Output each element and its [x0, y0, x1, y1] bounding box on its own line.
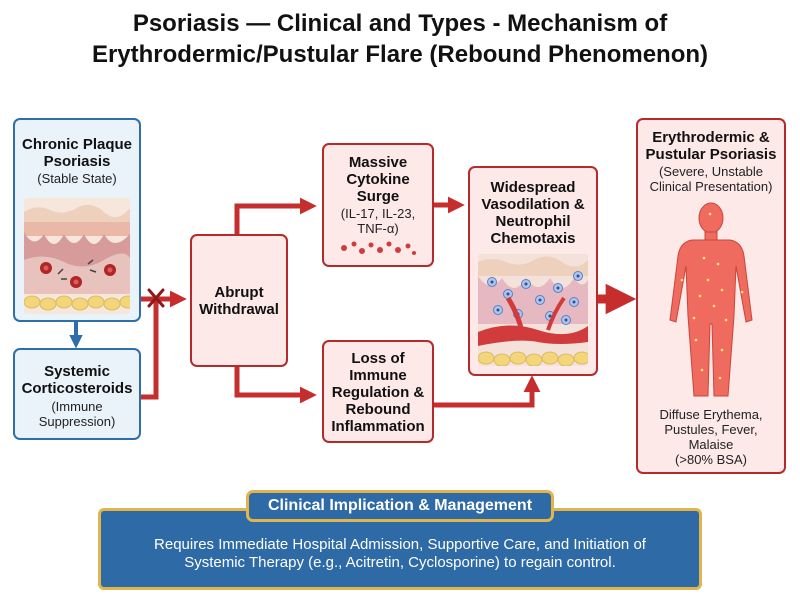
steroids-heading-1: Systemic: [44, 363, 110, 380]
plaque-skin-illustration: [24, 198, 130, 314]
corticosteroids-box: Systemic Corticosteroids (Immune Suppres…: [13, 348, 141, 440]
erythro-symptoms-2: Pustules, Fever,: [664, 422, 758, 437]
arrow-withdrawal-to-loss: [234, 367, 317, 404]
arrow-loss-to-vaso: [434, 375, 541, 408]
loss-line-1: Loss of: [351, 350, 405, 367]
vaso-line-3: Neutrophil: [495, 213, 571, 230]
arrow-withdrawal-to-cytokine: [234, 197, 317, 234]
erythro-symptoms-1: Diffuse Erythema,: [659, 407, 763, 422]
vaso-line-4: Chemotaxis: [490, 230, 576, 247]
loss-line-5: Inflammation: [331, 418, 425, 435]
steroids-heading-2: Corticosteroids: [21, 380, 133, 397]
cytokine-heading-3: Surge: [356, 188, 400, 205]
erythro-sub-2: Clinical Presentation): [649, 179, 773, 194]
erythro-heading-2: Pustular Psoriasis: [645, 146, 777, 163]
cytokine-heading-2: Cytokine: [346, 171, 410, 188]
vasodilation-box: Widespread Vasodilation & Neutrophil Che…: [468, 166, 598, 376]
cytokine-particles-illustration: [341, 241, 416, 255]
withdrawal-line-2: Withdrawal: [199, 301, 279, 318]
title-line-2: Erythrodermic/Pustular Flare (Rebound Ph…: [91, 41, 709, 68]
steroids-sub-2: Suppression): [38, 414, 116, 429]
management-title: Clinical Implication & Management: [246, 490, 554, 522]
plaque-subtitle: (Stable State): [37, 171, 117, 186]
steroids-sub-1: (Immune: [51, 399, 103, 414]
erythro-heading-1: Erythrodermic &: [652, 129, 770, 146]
cross-icon: [147, 288, 165, 308]
erythro-sub-1: (Severe, Unstable: [658, 164, 764, 179]
vaso-line-2: Vasodilation &: [481, 196, 585, 213]
management-panel: Requires Immediate Hospital Admission, S…: [98, 508, 702, 590]
arrow-steroids-to-withdrawal: [140, 290, 187, 400]
withdrawal-line-1: Abrupt: [214, 284, 264, 301]
loss-line-4: Rebound: [345, 401, 411, 418]
cytokine-heading-1: Massive: [348, 154, 408, 171]
abrupt-withdrawal-box: Abrupt Withdrawal: [190, 234, 288, 367]
diagram-title: Psoriasis — Clinical and Types - Mechani…: [0, 8, 800, 70]
loss-line-3: Regulation &: [331, 384, 425, 401]
plaque-heading-2: Psoriasis: [43, 153, 111, 170]
cytokine-sub-2: TNF-α): [357, 221, 399, 236]
plaque-heading-1: Chronic Plaque: [21, 136, 133, 153]
management-body-1: Requires Immediate Hospital Admission, S…: [154, 536, 646, 553]
erythrodermic-box: Erythrodermic & Pustular Psoriasis (Seve…: [636, 118, 786, 474]
cytokine-surge-box: Massive Cytokine Surge (IL-17, IL-23, TN…: [322, 143, 434, 267]
management-body-2: Systemic Therapy (e.g., Acitretin, Cyclo…: [184, 554, 616, 571]
cytokine-sub-1: (IL-17, IL-23,: [340, 206, 416, 221]
vaso-line-1: Widespread: [490, 179, 576, 196]
erythro-symptoms-3: Malaise: [688, 437, 734, 452]
vasodilation-illustration: [478, 254, 588, 366]
erythro-symptoms-4: (>80% BSA): [675, 452, 747, 467]
plaque-psoriasis-box: Chronic Plaque Psoriasis (Stable State): [13, 118, 141, 322]
human-body-icon: [669, 202, 753, 397]
immune-loss-box: Loss of Immune Regulation & Rebound Infl…: [322, 340, 434, 443]
title-line-1: Psoriasis — Clinical and Types - Mechani…: [132, 10, 668, 37]
loss-line-2: Immune: [349, 367, 407, 384]
